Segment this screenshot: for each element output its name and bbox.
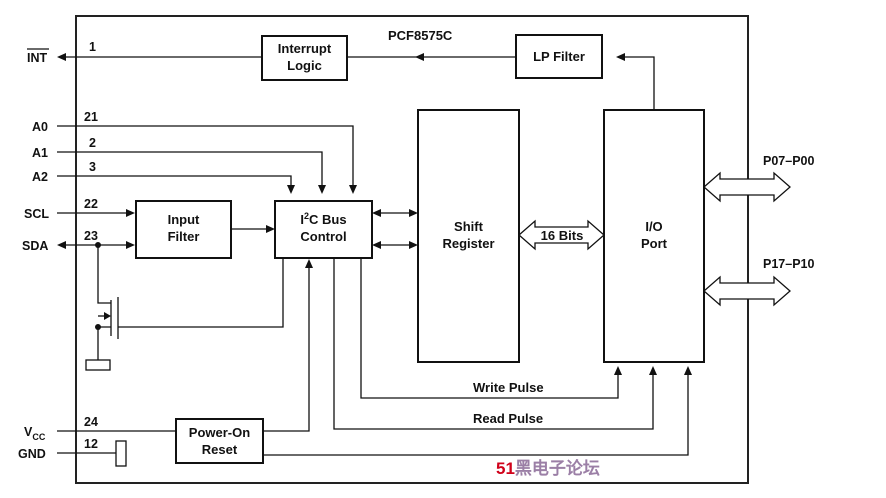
sda-pulldown-transistor [85,258,284,371]
i2c-bus-control-line2: Control [300,229,346,244]
gnd-pin-number: 12 [84,437,98,451]
input-filter-line2: Filter [168,229,200,244]
i2c-to-shift-wires [372,209,418,249]
io-port-line1: I/O [645,219,662,234]
input-filter-line1: Input [168,212,200,227]
port-p1-label: P17–P10 [763,257,814,271]
io-port-block: I/O Port [603,109,705,363]
bus-width-label: 16 Bits [541,228,584,243]
io-port-line2: Port [641,236,668,251]
gnd-symbol [115,440,127,467]
a2-wire [57,175,295,194]
int-pin-label: INT [27,51,48,65]
scl-pin-number: 22 [84,197,98,211]
sda-pin-number: 23 [84,229,98,243]
shift-register-block: Shift Register [417,109,520,363]
i2c-bus-control-block: I2C Bus Control [274,200,373,259]
port-p1-bus [703,275,791,307]
a0-pin-label: A0 [32,120,48,134]
input-filter-block: Input Filter [135,200,232,259]
read-pulse-label: Read Pulse [473,411,543,426]
sda-wire [57,241,135,304]
scl-wire [57,209,135,217]
a1-pin-number: 2 [89,136,96,150]
a1-pin-label: A1 [32,146,48,160]
por-to-io-wire [263,366,692,456]
lp-filter-block: LP Filter [515,34,603,79]
interrupt-logic-line2: Logic [287,58,322,73]
shift-register-line2: Register [442,236,494,251]
a0-wire [57,125,357,194]
power-on-reset-block: Power-On Reset [175,418,264,464]
filter-to-i2c-wire [231,225,275,233]
write-pulse-wire [360,258,622,399]
vcc-pin-label: VCC [24,425,46,442]
interrupt-logic-line1: Interrupt [278,41,332,56]
sixteen-bit-bus [518,219,605,251]
port-p0-bus [703,171,791,203]
sda-pin-label: SDA [22,239,48,253]
lp-filter-label: LP Filter [533,49,585,64]
write-pulse-label: Write Pulse [473,380,544,395]
a0-pin-number: 21 [84,110,98,124]
a1-wire [57,151,326,194]
por-to-i2c-wire [263,259,313,432]
interrupt-logic-block: Interrupt Logic [261,35,348,81]
power-on-reset-line2: Reset [202,442,238,457]
shift-register-line1: Shift [454,219,484,234]
a2-pin-label: A2 [32,170,48,184]
int-pin-number: 1 [89,40,96,54]
watermark: 51黑电子论坛 [496,458,600,478]
gnd-pin-label: GND [18,447,46,461]
scl-pin-label: SCL [24,207,49,221]
port-p0-label: P07–P00 [763,154,814,168]
read-pulse-wire [333,258,657,430]
chip-name: PCF8575C [388,28,453,43]
int-wire [57,53,655,110]
vcc-pin-number: 24 [84,415,98,429]
a2-pin-number: 3 [89,160,96,174]
power-on-reset-line1: Power-On [189,425,250,440]
i2c-bus-control-line1: I2C Bus [300,211,346,227]
